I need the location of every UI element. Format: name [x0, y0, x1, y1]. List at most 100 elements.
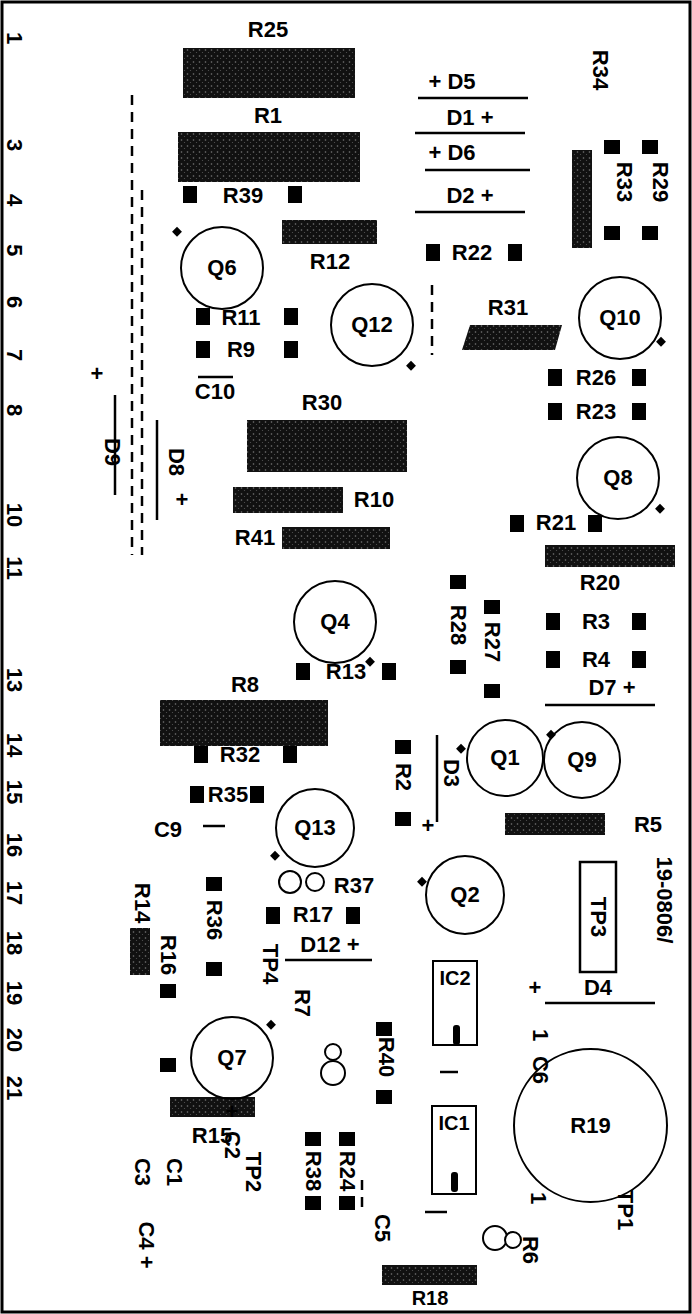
part-label: R1: [254, 105, 282, 127]
transistor-tab: [365, 657, 375, 667]
callout-number: 19: [3, 981, 25, 1005]
part-label: R14: [131, 883, 153, 923]
part-label: R24: [336, 1151, 358, 1191]
callout-number: 18: [3, 931, 25, 955]
keyhole-pad: [279, 871, 301, 893]
callout-number: 3: [3, 139, 25, 151]
part-label: R13: [326, 661, 366, 683]
part-label: +: [226, 1101, 239, 1123]
part-label: C2: [221, 1131, 243, 1159]
resistor-body: [282, 527, 390, 549]
transistor-tab: [172, 227, 666, 1030]
part-label: R5: [634, 814, 662, 836]
solder-pad: [250, 786, 264, 803]
ic-notch: [451, 1025, 460, 1192]
callout-number: 10: [3, 503, 25, 527]
tp3-box: [580, 862, 616, 972]
solder-pad: [382, 663, 396, 680]
transistor-tab: [406, 361, 416, 371]
solder-pad: [484, 600, 500, 614]
part-label: R38: [302, 1151, 324, 1191]
callout-number: 8: [3, 404, 25, 416]
solder-pad: [339, 1132, 355, 1146]
component-label: TP3: [587, 897, 609, 937]
component-label: Q12: [351, 314, 393, 336]
part-label: R20: [580, 572, 620, 594]
component-box: IC2: [432, 960, 478, 1046]
component-label: IC2: [439, 968, 470, 988]
component-circle: Q13: [275, 788, 355, 868]
part-label: R36: [203, 900, 225, 940]
callout-number: 14: [3, 733, 25, 757]
dashed-outline: [141, 190, 144, 555]
solder-pad: [376, 1090, 392, 1104]
solder-pad: [632, 613, 646, 630]
part-label: R21: [536, 512, 576, 534]
resistor-body: [282, 220, 377, 244]
diode-mark: [415, 211, 525, 214]
part-label: R2: [392, 763, 414, 791]
part-label: R8: [231, 674, 259, 696]
resistor-body: [130, 48, 675, 1285]
callout-number: 4: [3, 194, 25, 206]
ic-notch: [453, 1025, 460, 1045]
solder-pad: [642, 140, 658, 154]
callout-number: 6: [3, 296, 25, 308]
transistor-tab: [655, 504, 665, 514]
solder-pad: [510, 515, 524, 532]
part-label: TP1: [614, 1190, 636, 1230]
resistor-body: [160, 700, 328, 746]
dashed-outline: [132, 95, 432, 1210]
part-label: 19-0806/: [653, 857, 675, 944]
solder-pad: [395, 812, 411, 826]
solder-pad: [546, 613, 560, 630]
component-circle: Q9: [543, 721, 621, 799]
solder-pad: [484, 684, 500, 698]
callout-number: 21: [3, 1076, 25, 1100]
part-label: D8: [165, 448, 187, 476]
resistor-body: [572, 150, 592, 248]
part-label: R23: [576, 401, 616, 423]
component-circle: Q12: [330, 283, 414, 367]
solder-pad: [284, 308, 298, 325]
component-circle: Q2: [425, 855, 505, 935]
part-label: R29: [649, 162, 671, 202]
diode-mark: [545, 704, 655, 707]
keyhole-pad: [483, 1226, 507, 1250]
callout-number: 5: [3, 244, 25, 256]
part-label: R9: [227, 339, 255, 361]
diode-mark: [285, 959, 372, 962]
part-label: +: [529, 977, 542, 999]
part-label: R18: [412, 1288, 449, 1308]
part-label: R22: [452, 242, 492, 264]
component-label: Q7: [217, 1047, 246, 1069]
part-label: R35: [208, 784, 248, 806]
part-label: D4: [584, 977, 612, 999]
callout-number: 1: [527, 1192, 549, 1204]
component-circle: Q10: [578, 276, 662, 360]
part-label: R30: [302, 392, 342, 414]
component-box: IC1: [431, 1105, 477, 1195]
component-circle: Q6: [180, 226, 264, 310]
solder-pad: [546, 651, 560, 668]
part-label: TP2: [242, 1152, 264, 1192]
transistor-tab: [456, 744, 466, 754]
transistor-tab: [546, 730, 556, 740]
diode-mark: [415, 132, 525, 135]
solder-pad: [266, 907, 280, 924]
part-label: R26: [576, 367, 616, 389]
component-label: Q8: [603, 467, 632, 489]
part-label: R10: [354, 489, 394, 511]
keyhole-pad: [325, 1044, 341, 1060]
part-label: R28: [447, 605, 469, 645]
solder-pad: [450, 575, 466, 589]
dashed-outline: [131, 95, 134, 555]
transistor-tab: [270, 851, 280, 861]
part-label: R41: [235, 527, 275, 549]
component-label: IC1: [438, 1113, 469, 1133]
resistor-body: [382, 1265, 477, 1285]
solder-pad: [296, 663, 310, 680]
part-label: R31: [488, 297, 528, 319]
part-label: R6: [519, 1236, 541, 1264]
